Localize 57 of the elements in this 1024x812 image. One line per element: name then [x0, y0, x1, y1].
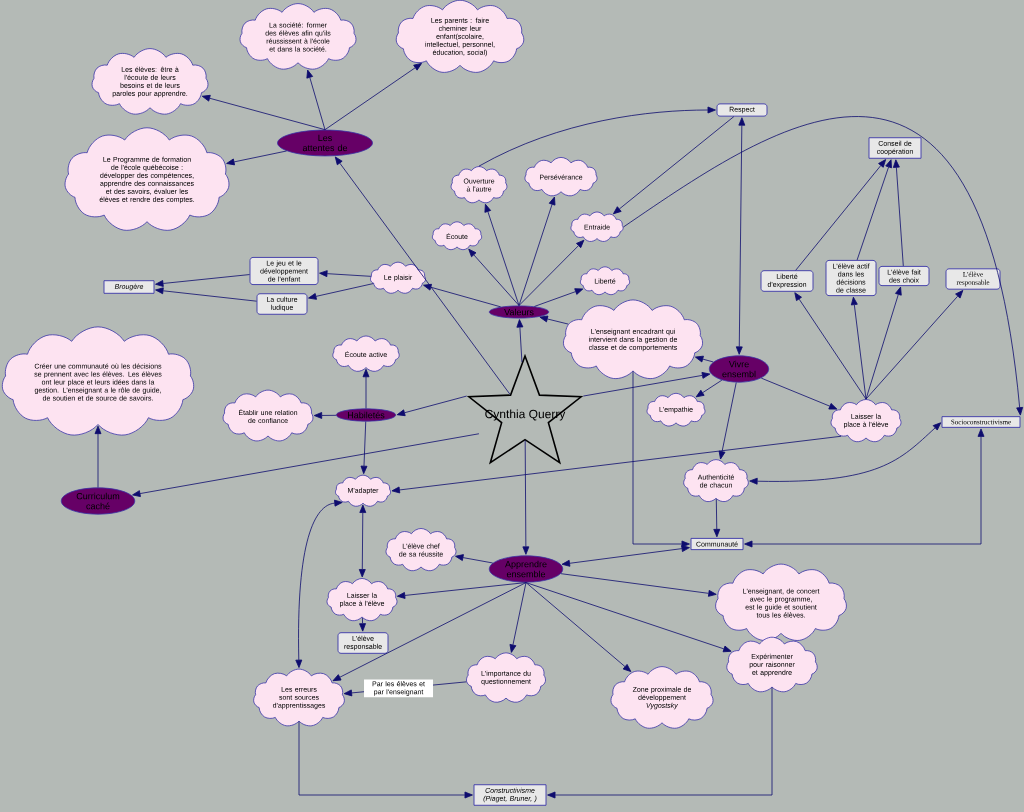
arrow	[794, 292, 867, 400]
arrow	[695, 379, 723, 398]
arrow	[518, 196, 556, 306]
arrow	[795, 159, 887, 271]
arrow	[525, 582, 732, 653]
arrow	[560, 573, 717, 597]
arrow	[613, 116, 735, 215]
arrow	[744, 428, 985, 548]
arrow	[856, 159, 892, 261]
arrow	[623, 116, 1024, 416]
arrow	[334, 156, 511, 395]
arrow	[547, 687, 773, 799]
arrow	[539, 315, 569, 325]
arrow	[358, 504, 367, 578]
arrow	[735, 117, 746, 355]
arrow	[516, 319, 524, 363]
arrow	[332, 582, 527, 682]
arrow	[396, 582, 527, 599]
arrow	[760, 377, 838, 410]
arrow	[94, 425, 102, 488]
arrow	[850, 296, 867, 400]
arrow	[695, 355, 714, 363]
arrow	[306, 69, 326, 131]
arrow	[455, 554, 494, 564]
arrow	[561, 545, 690, 567]
arrow	[396, 395, 468, 417]
arrow	[155, 274, 250, 287]
arrow	[391, 435, 842, 494]
arrow	[478, 106, 716, 167]
arrow	[313, 412, 337, 419]
arrow	[155, 287, 257, 302]
arrow	[324, 63, 422, 131]
arrow	[518, 239, 585, 306]
arrow	[534, 288, 584, 307]
arrow	[865, 286, 902, 400]
arrow	[892, 159, 904, 267]
arrow	[749, 422, 942, 485]
arrow	[865, 290, 964, 400]
arrow	[319, 270, 372, 278]
arrow	[423, 283, 502, 308]
arrow	[360, 421, 368, 475]
arrow	[582, 372, 711, 397]
arrow	[484, 203, 520, 306]
arrow	[201, 94, 326, 131]
arrow	[298, 721, 473, 799]
arrow	[226, 150, 288, 166]
arrow	[713, 498, 721, 538]
arrow	[359, 617, 366, 632]
arrow	[509, 582, 527, 653]
arrow	[525, 582, 632, 672]
arrow	[295, 499, 343, 668]
arrow	[632, 371, 690, 548]
arrow	[468, 248, 520, 306]
arrow	[308, 283, 374, 300]
arrow	[718, 382, 737, 460]
arrow	[362, 368, 370, 409]
arrow	[132, 433, 480, 497]
